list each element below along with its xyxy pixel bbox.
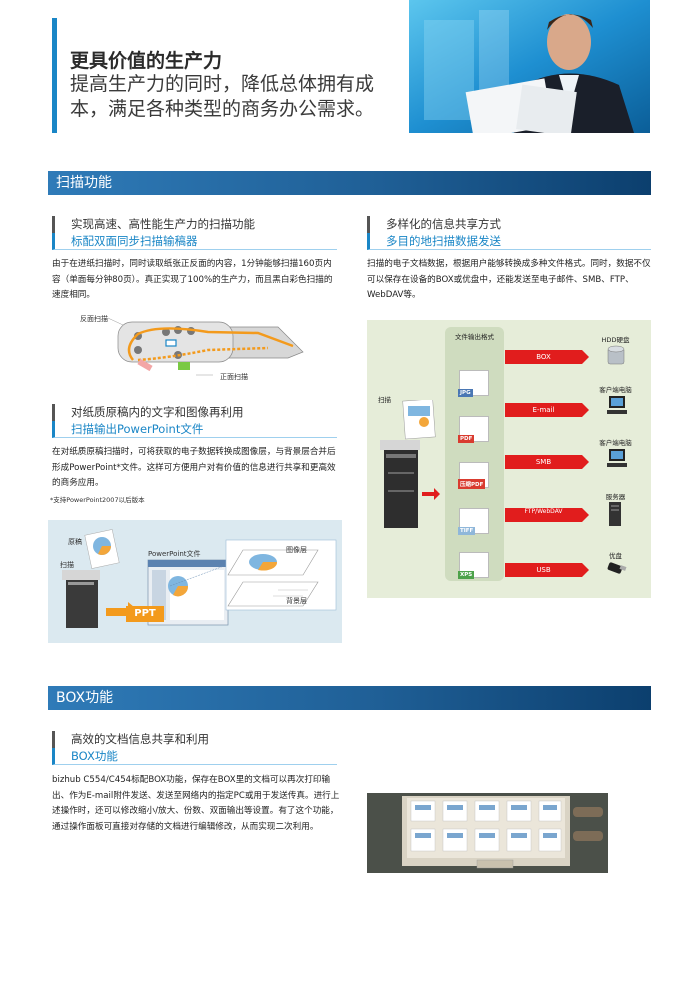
subhead-box: 高效的文档信息共享和利用 BOX功能 xyxy=(52,731,337,765)
subhead-heading: 多样化的信息共享方式 xyxy=(367,216,651,233)
format-label: PDF xyxy=(458,435,475,443)
route-arrow-4: USB xyxy=(505,563,589,577)
route-arrow-1: E-mail xyxy=(505,403,589,417)
label-ppt-file: PowerPoint文件 xyxy=(148,550,201,558)
subhead-heading: 高效的文档信息共享和利用 xyxy=(52,731,337,748)
label-back-scan: 反面扫描 xyxy=(80,315,108,323)
label-original: 原稿 xyxy=(68,538,82,546)
subhead-ppt: 对纸质原稿内的文字和图像再利用 扫描输出PowerPoint文件 xyxy=(52,404,337,438)
hero-subtitle: 提高生产力的同时，降低总体拥有成本，满足各种类型的商务办公需求。 xyxy=(70,73,375,120)
section-bar-box: BOX功能 xyxy=(48,686,651,710)
route-dest-2: 客户端电脑 xyxy=(599,439,632,447)
ppt-footnote: *支持PowerPoint2007以后版本 xyxy=(50,496,145,504)
format-icon-0: JPG xyxy=(458,370,489,397)
hero-accent-bar xyxy=(52,18,57,133)
format-icon-1: PDF xyxy=(458,416,489,443)
pc-icon xyxy=(606,394,628,420)
label-image-layer: 图像层 xyxy=(286,546,307,554)
format-label: XPS xyxy=(458,571,475,579)
subhead-subheading: 扫描输出PowerPoint文件 xyxy=(52,421,337,438)
label-bg-layer: 背景层 xyxy=(286,597,307,605)
route-dest-3: 服务器 xyxy=(605,493,626,501)
format-label: 压缩PDF xyxy=(458,479,486,489)
format-header: 文件输出格式 xyxy=(455,333,494,341)
box-body: bizhub C554/C454标配BOX功能，保存在BOX里的文档可以再次打印… xyxy=(52,775,340,832)
hdd-icon xyxy=(606,344,626,370)
subhead-subheading: 标配双面同步扫描输稿器 xyxy=(52,233,337,250)
format-column xyxy=(445,327,504,581)
subhead-subheading: 多目的地扫描数据发送 xyxy=(367,233,651,250)
label-scan: 扫描 xyxy=(60,561,74,569)
format-label: TIFF xyxy=(458,527,476,535)
hero-title: 更具价值的生产力 xyxy=(70,50,223,72)
ppt-badge: PPT xyxy=(126,606,164,622)
subhead-sharing: 多样化的信息共享方式 多目的地扫描数据发送 xyxy=(367,216,651,250)
usb-icon xyxy=(606,560,628,579)
box-panel-screenshot xyxy=(367,793,608,873)
section-bar-scan: 扫描功能 xyxy=(48,171,651,195)
subhead-subheading: BOX功能 xyxy=(52,748,337,765)
route-arrow-3: FTP/WebDAV xyxy=(505,508,589,522)
route-dest-1: 客户端电脑 xyxy=(599,386,632,394)
pc-icon xyxy=(606,447,628,473)
duplex-scanner-diagram xyxy=(78,310,313,390)
format-icon-2: 压缩PDF xyxy=(458,462,489,489)
scan-label: 扫描 xyxy=(378,396,391,404)
ppt-body: 在对纸质原稿扫描时，可将获取的电子数据转换成图像层，与背景层合并后形成Power… xyxy=(52,447,336,489)
subhead-heading: 对纸质原稿内的文字和图像再利用 xyxy=(52,404,337,421)
route-dest-4: 优盘 xyxy=(609,552,622,560)
route-arrow-2: SMB xyxy=(505,455,589,469)
server-icon xyxy=(606,501,624,531)
format-label: JPG xyxy=(458,389,473,397)
subhead-scan-performance: 实现高速、高性能生产力的扫描功能 标配双面同步扫描输稿器 xyxy=(52,216,337,250)
scan-performance-body: 由于在进纸扫描时，同时读取纸张正反面的内容，1分钟能够扫描160页内容（单面每分… xyxy=(52,259,333,301)
ppt-diagram-panel: 原稿 扫描 PowerPoint文件 图像层 背景层 PPT xyxy=(48,520,342,643)
sharing-body: 扫描的电子文档数据，根据用户能够转换成多种文件格式。同时，数据不仅可以保存在设备… xyxy=(367,259,651,301)
route-arrow-0: BOX xyxy=(505,350,589,364)
route-dest-0: HDD硬盘 xyxy=(601,336,630,344)
mfp-device xyxy=(372,398,442,530)
label-front-scan: 正面扫描 xyxy=(220,373,248,381)
subhead-heading: 实现高速、高性能生产力的扫描功能 xyxy=(52,216,337,233)
format-icon-4: XPS xyxy=(458,552,489,579)
hero-photo xyxy=(409,0,650,133)
format-icon-3: TIFF xyxy=(458,508,489,535)
